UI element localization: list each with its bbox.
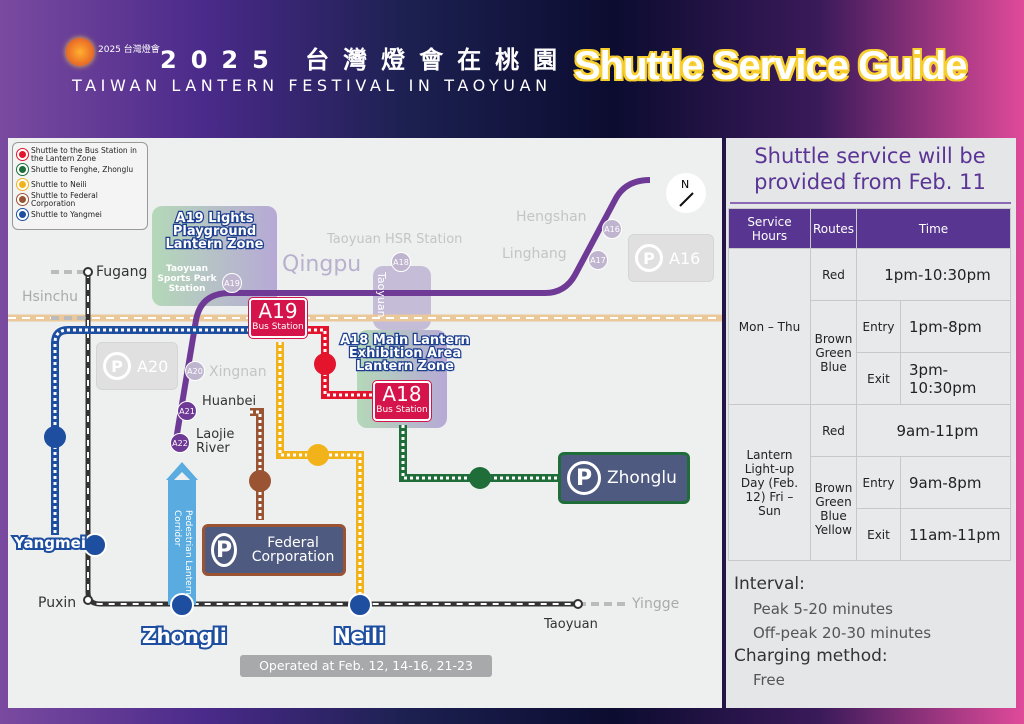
station-a20: A20 [185, 361, 205, 381]
label-qingpu: Qingpu [282, 252, 362, 277]
a18-zone-title: A18 Main Lantern Exhibition Area Lantern… [339, 333, 471, 375]
service-start-title: Shuttle service will be provided from Fe… [754, 144, 986, 194]
city-yangmei: Yangmei [12, 532, 88, 554]
railway-station-icons [83, 533, 372, 617]
operated-dates-note: Operated at Feb. 12, 14-16, 21-23 [240, 655, 492, 677]
legend: Shuttle to the Bus Station in the Lanter… [12, 142, 148, 230]
label-yingge: Yingge [632, 596, 680, 612]
legend-item-red: Shuttle to the Bus Station in the Lanter… [17, 146, 143, 162]
legend-item-yellow: Shuttle to Neili [17, 177, 143, 192]
pedestrian-corridor [168, 480, 196, 605]
station-a21: A21 [177, 401, 197, 421]
label-hengshan: Hengshan [516, 209, 587, 225]
charging-title: Charging method: [734, 646, 888, 666]
station-a18: A18 [391, 252, 411, 272]
charging-value: Free [753, 671, 785, 689]
label-taoyuan-vertical: Taoyuan [375, 272, 388, 318]
parking-icon: P [103, 352, 131, 380]
festival-logo-icon [66, 38, 94, 66]
label-xingnan: Xingnan [209, 364, 267, 380]
title-english: TAIWAN LANTERN FESTIVAL IN TAOYUAN [72, 76, 552, 95]
airport-mrt-line [173, 177, 651, 441]
compass-bg [666, 173, 706, 213]
label-laojie-river: Laojie River [196, 427, 235, 456]
label-huanbei: Huanbei [202, 394, 257, 409]
parking-icon: P [211, 533, 238, 567]
a19-zone-area [152, 206, 277, 306]
a19-station-name: Taoyuan Sports Park Station [157, 264, 217, 294]
a19-zone-title: A19 Lights Playground Lantern Zone [164, 211, 264, 253]
shuttle-bus-icons [44, 353, 491, 492]
legend-item-green: Shuttle to Fenghe, Zhonglu [17, 162, 143, 177]
station-a19: A19 [222, 273, 242, 293]
label-taoyuan: Taoyuan [544, 617, 598, 632]
parking-icon: P [567, 461, 601, 495]
title-chinese: 2025 台灣燈會在桃園 [160, 46, 572, 74]
interval-title: Interval: [734, 574, 805, 594]
legend-item-brown: Shuttle to Federal Corporation [17, 191, 143, 207]
page-title: Shuttle Service Guide [572, 43, 968, 90]
pedestrian-corridor-label: Pedestrian Lantern Corridor [172, 510, 193, 595]
station-a16: A16 [602, 219, 622, 239]
table-row: Lantern Light-up Day (Feb. 12) Fri – Sun… [728, 404, 1011, 561]
compass-needle-icon [679, 192, 694, 207]
city-zhongli: Zhongli [140, 622, 229, 650]
city-neili: Neili [332, 622, 387, 650]
bus-icon [17, 164, 28, 175]
bus-icon [17, 194, 28, 205]
label-puxin: Puxin [38, 595, 77, 611]
bus-icon [17, 149, 28, 160]
interval-peak: Peak 5-20 minutes [753, 600, 893, 618]
corridor-arrow-icon [166, 462, 198, 480]
station-a22: A22 [170, 433, 190, 453]
label-linghang: Linghang [502, 246, 567, 262]
bus-icon [17, 209, 28, 220]
legend-item-blue: Shuttle to Yangmei [17, 207, 143, 222]
station-a17: A17 [588, 250, 608, 270]
compass-label: N [681, 178, 690, 191]
interval-offpeak: Off-peak 20-30 minutes [753, 624, 932, 642]
bus-icon [17, 179, 28, 190]
logo-text: 2025 台灣燈會 [98, 45, 160, 55]
parking-icon: P [635, 244, 663, 272]
fugang-hsinchu-arrow-lines [50, 270, 85, 320]
label-hsinchu: Hsinchu [22, 289, 79, 305]
label-fugang: Fugang [96, 264, 148, 280]
label-hsr-station: Taoyuan HSR Station [327, 232, 463, 247]
title-divider [730, 202, 1011, 204]
